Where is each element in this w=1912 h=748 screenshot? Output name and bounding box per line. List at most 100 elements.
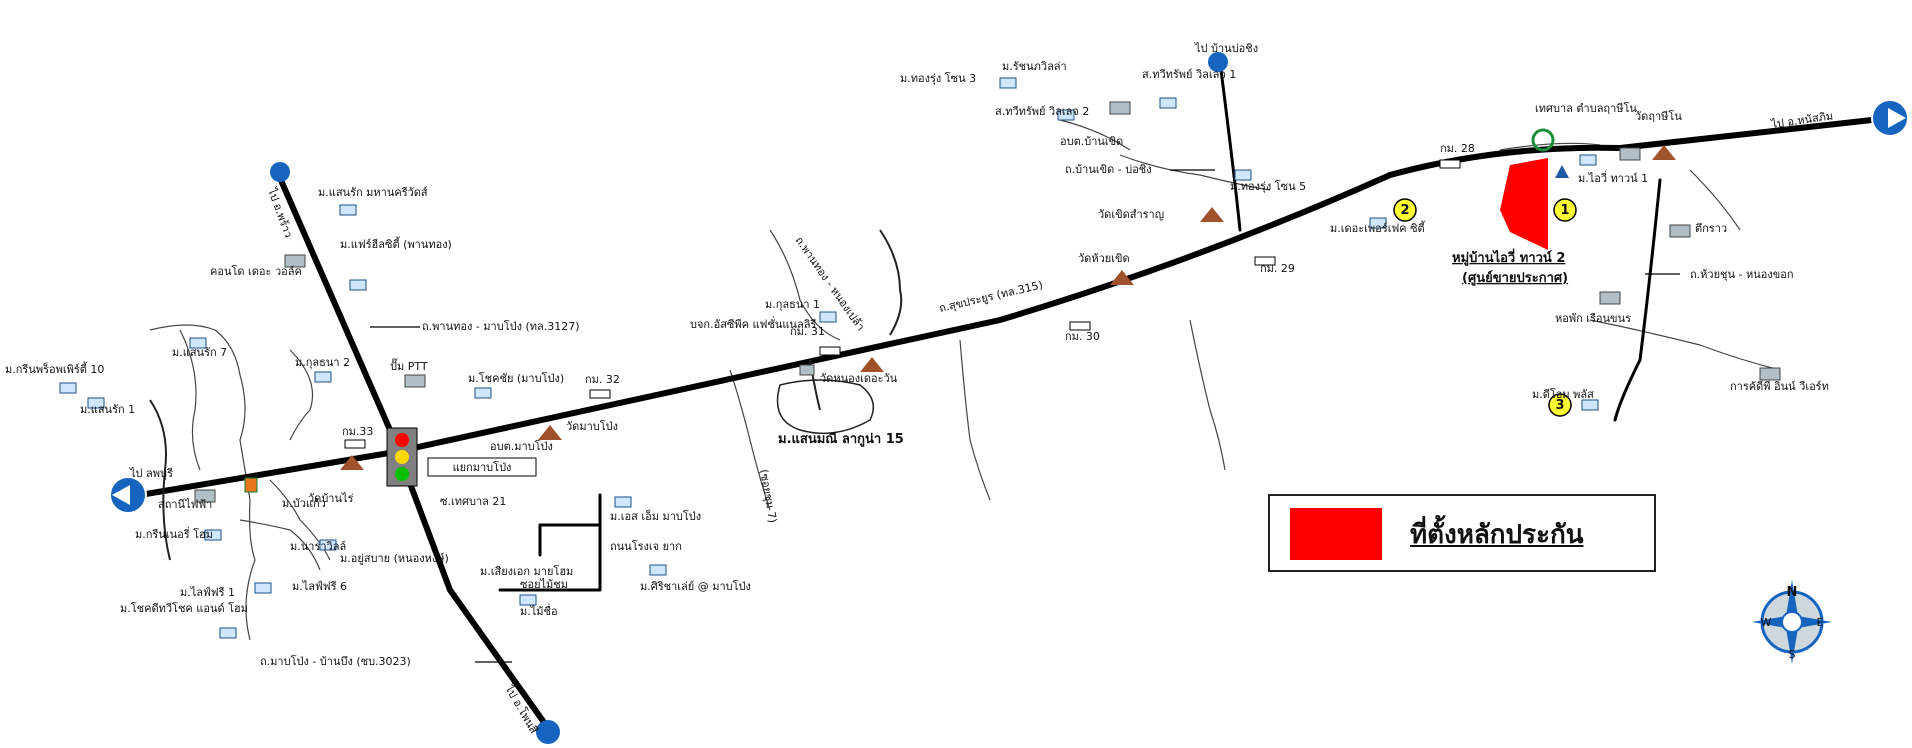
mabpong-junction-box — [427, 457, 537, 477]
label-rd-banko: ถ.บ้านเขิด - บ่อชิง — [1065, 163, 1152, 176]
label-municipality: เทศบาล ตำบลฤาษีโน — [1535, 101, 1637, 115]
legend-swatch — [1290, 508, 1382, 560]
arrow-top-left-icon — [270, 162, 290, 182]
marked-roads — [149, 229, 903, 561]
compass-n: N — [1787, 585, 1798, 600]
building-icon — [194, 489, 216, 503]
village-icon — [339, 204, 357, 216]
property-marker — [1500, 158, 1548, 250]
label-v-kulthana1: ม.กุลธนา 1 — [765, 298, 820, 311]
label-v-ses: ม.เอส เอ็ม มาบโป่ง — [610, 509, 701, 523]
municipality-logo-icon — [1531, 128, 1555, 152]
label-v-pyd: ม.แฟร์ฮีลซิตี้ (พานทอง) — [340, 236, 452, 251]
label-v-diwa: ม.ดีโอม พลัส — [1532, 387, 1594, 401]
label-v-thavee1: ส.ทวีทรัพย์ วิลเลจ 1 — [1142, 68, 1236, 81]
label-dir-top-center: ไป บ้านบ่อชิง — [1194, 42, 1258, 55]
temple-icon — [860, 357, 884, 372]
road-boncheng — [1218, 60, 1242, 232]
label-v-thongrung5: ม.ทองรุ่ง โซน 5 — [1230, 179, 1306, 193]
label-v-rachan: ม.รัชนภวิลล่า — [1002, 60, 1067, 73]
village-icon — [349, 279, 367, 291]
village-icons — [59, 77, 1599, 639]
label-dir-top-left: ไป อ.พร้าว — [265, 186, 295, 240]
road-local-ladder — [498, 493, 602, 592]
label-v-sirisak: ม.ศิริชาเล่ย์ @ มาบโป่ง — [640, 579, 751, 593]
label-v-chokchai: ม.โชคชัย (มาบโป่ง) — [468, 371, 564, 385]
temple-icons — [340, 145, 1676, 470]
village-icon — [1579, 154, 1597, 166]
label-market: ตึกราว — [1695, 222, 1727, 235]
temple-icon — [1200, 207, 1224, 222]
compass-icon: N S W E — [1752, 580, 1832, 664]
label-wat-bangrai: วัดบ้านไร่ — [308, 492, 354, 505]
km-marker-icon — [1439, 159, 1461, 169]
village-icon — [819, 311, 837, 323]
label-v-narawit: ม.นาราวิลล์ — [290, 540, 346, 553]
label-tambon-ban: อบต.บ้านเขิด — [1060, 135, 1123, 148]
arrow-bottom-icon — [536, 720, 560, 744]
village-icon — [1057, 109, 1075, 121]
label-pump-ptt: ปั๊ม PTT — [390, 358, 428, 373]
label-rd-3023: ถ.มาบโป่ง - บ้านบึง (ชบ.3023) — [260, 654, 411, 668]
label-factory: บจก.อัสซีพีค แฟชั่นแนลลิรี — [690, 316, 816, 331]
label-v-green10: ม.กรีนพร็อพเพิร์ตี้ 10 — [5, 361, 104, 376]
label-v-saenrak1: ม.แสนรัก 1 — [80, 403, 135, 416]
village-icon — [189, 337, 207, 349]
label-mabpong-jn: แยกมาบโป่ง — [453, 460, 512, 474]
km-markers — [344, 159, 1461, 449]
building-icon — [1669, 224, 1691, 238]
marker-3 — [1548, 393, 1572, 417]
legend-label: ที่ตั้งหลักประกัน — [1410, 520, 1584, 550]
traffic-light-icon — [386, 427, 418, 487]
village-icon — [59, 382, 77, 394]
direction-arrows — [109, 52, 1909, 744]
village-icon — [1159, 97, 1177, 109]
label-km28: กม. 28 — [1440, 142, 1475, 155]
label-project-name: หมู่บ้านไอวี่ ทาวน์ 2 — [1452, 248, 1565, 266]
temple-icon — [340, 455, 364, 470]
label-v-thavee2: ส.ทวีทรัพย์ วิลเลจ 2 — [995, 105, 1089, 118]
label-v-siam: ม.เสียงเอก มายโฮม — [480, 564, 573, 578]
marker-2-label: 2 — [1400, 203, 1409, 218]
marker-2 — [1393, 198, 1417, 222]
label-arrows — [370, 169, 1680, 663]
label-rd-korat: ถนนโรงเจ ยาก — [610, 539, 682, 553]
label-rd-3127: ถ.พานทอง - มาบโป่ง (ทล.3127) — [422, 319, 580, 333]
marker-1 — [1553, 198, 1577, 222]
compass-e: E — [1817, 616, 1824, 629]
seven-eleven-icon — [244, 477, 258, 493]
label-v-buakaew: ม.บัวแก้ว — [282, 497, 326, 510]
label-km32: กม. 32 — [585, 373, 620, 386]
label-rd-huay: ถ.ห้วยชุน - หนองขอก — [1690, 268, 1794, 281]
poi-icons — [244, 128, 1569, 493]
arrow-top-center-icon — [1208, 52, 1228, 72]
label-rd-side: (ซอยชุม 7) — [757, 468, 779, 524]
building-icons — [194, 101, 1781, 503]
label-km30: กม. 30 — [1065, 330, 1100, 343]
village-icon — [649, 564, 667, 576]
building-icon — [1619, 147, 1641, 161]
label-factory2: การค้ดีพี อินน์ วีเอร์ท — [1730, 380, 1829, 393]
village-icon — [1369, 217, 1387, 229]
label-km31: กม. 31 — [790, 325, 825, 338]
village-icon — [999, 77, 1017, 89]
temple-icon — [1652, 145, 1676, 160]
marker-1-label: 1 — [1560, 203, 1569, 218]
label-km29: กม. 29 — [1260, 262, 1295, 275]
building-icon — [1759, 367, 1781, 381]
temple-icon — [538, 425, 562, 440]
km-marker-icon — [1069, 321, 1091, 331]
village-icon — [314, 371, 332, 383]
village-icon — [87, 397, 105, 409]
label-wat-nong: วัดหนองเดอะวัน — [820, 372, 898, 385]
label-condo: คอนโด เดอะ วอล์ค — [210, 264, 302, 278]
road-huaychun — [1613, 178, 1662, 422]
village-icon — [614, 496, 632, 508]
label-v-yusabai: ม.อยู่สบาย (หนองหงษ์) — [340, 552, 449, 565]
label-wat-phap: วัดเขิดสำราญ — [1098, 208, 1164, 221]
label-km33: กม.33 — [342, 425, 373, 438]
km-marker-icon — [1254, 256, 1276, 266]
highway-3127 — [277, 175, 551, 731]
village-icon — [474, 387, 492, 399]
